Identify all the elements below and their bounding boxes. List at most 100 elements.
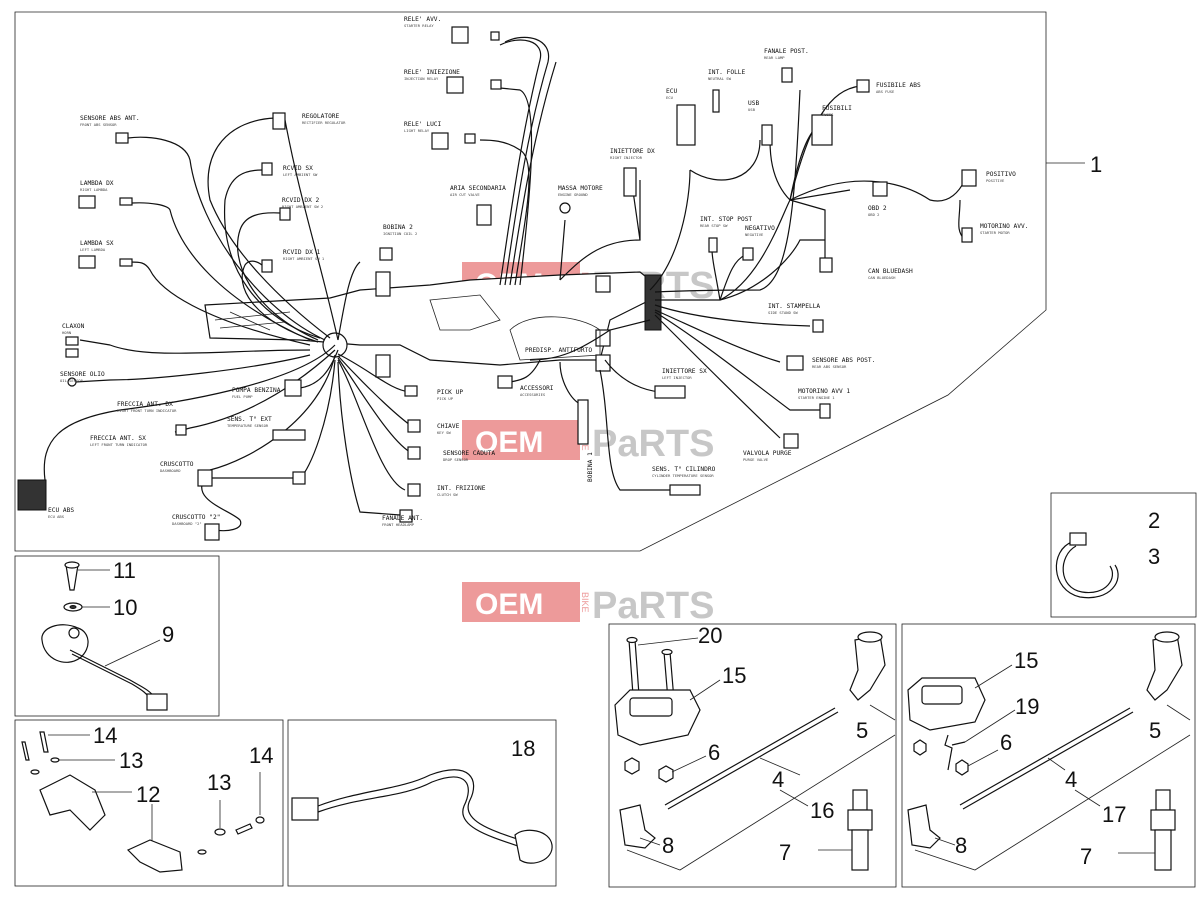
usb-connector — [761, 124, 773, 146]
label-negativo: NEGATIVO — [745, 225, 775, 232]
oil-sensor-parts: 11 10 9 — [41, 558, 174, 711]
svg-text:REAR STOP SW: REAR STOP SW — [700, 223, 728, 228]
svg-text:LEFT AMBIENT SW: LEFT AMBIENT SW — [283, 172, 318, 177]
can-bluedash-connector — [819, 257, 833, 273]
nut-13b-icon — [214, 828, 226, 836]
rcvid-sx-connector — [261, 162, 273, 176]
callout-20: 20 — [698, 623, 722, 648]
label-iniettore-sx: INIETTORE SX — [662, 368, 707, 375]
spark-cap-5b-icon — [1146, 634, 1183, 701]
main-harness-panel — [14, 11, 1047, 552]
label-sensore-caduta: SENSORE CADUTA — [443, 450, 495, 457]
panel-coil-kit-16 — [608, 623, 897, 888]
callout-16: 16 — [810, 798, 834, 823]
svg-text:INJECTION RELAY: INJECTION RELAY — [404, 76, 439, 81]
svg-text:PURGE VALVE: PURGE VALVE — [743, 457, 769, 462]
coil-kit-17-parts: 15 19 6 8 4 5 17 7 — [907, 631, 1191, 871]
callout-8b: 8 — [955, 833, 967, 858]
nut-14b-icon — [255, 816, 265, 824]
svg-text:FRONT HEADLAMP: FRONT HEADLAMP — [382, 522, 415, 527]
key-switch-connector — [407, 419, 421, 433]
side-stand-switch — [812, 319, 824, 333]
label-cruscotto-2: CRUSCOTTO "2" — [172, 514, 220, 521]
callout-14b: 14 — [249, 743, 273, 768]
svg-text:ENGINE GROUND: ENGINE GROUND — [558, 192, 588, 197]
ignition-rod-4b — [959, 707, 1131, 806]
ecu-abs-connector — [17, 479, 47, 511]
screw-left-icon — [21, 741, 30, 761]
watermark-bike-text: BIKE — [580, 592, 590, 613]
panel-clamp — [1050, 492, 1197, 618]
plug-cap-8a-icon — [619, 804, 656, 849]
ext-temp-sensor — [272, 429, 306, 441]
label-positivo: POSITIVO — [986, 171, 1016, 178]
engine-ground-terminal — [559, 202, 571, 214]
svg-text:DASHBOARD: DASHBOARD — [160, 468, 181, 473]
abs-fuse — [856, 79, 870, 93]
panel-borders — [14, 11, 1197, 888]
svg-text:NEUTRAL SW: NEUTRAL SW — [708, 76, 732, 81]
callout-5b: 5 — [1149, 718, 1161, 743]
svg-text:STARTER MOTOR: STARTER MOTOR — [980, 230, 1010, 235]
screw-11-icon — [65, 564, 79, 591]
label-aria-secondaria: ARIA SECONDARIA — [450, 185, 506, 192]
panel-cable-18 — [287, 719, 557, 887]
svg-text:LEFT INJECTOR: LEFT INJECTOR — [662, 375, 692, 380]
label-lambda-sx: LAMBDA SX — [80, 240, 114, 247]
label-can-bluedash: CAN BLUEDASH — [868, 268, 913, 275]
callout-12: 12 — [136, 782, 160, 807]
callout-4a: 4 — [772, 767, 784, 792]
main-wiring-harness — [43, 36, 966, 532]
pickup-connector — [404, 385, 418, 397]
label-freccia-ant-dx: FRECCIA ANT. DX — [117, 401, 173, 408]
regulator-connector — [272, 112, 286, 130]
svg-text:OIL SENSOR: OIL SENSOR — [60, 378, 84, 383]
panel-oil-sensor — [14, 555, 220, 717]
label-rele-avv: RELE' AVV. — [404, 16, 441, 23]
svg-text:SIDE STAND SW: SIDE STAND SW — [768, 310, 798, 315]
starter-motor-terminal — [961, 227, 973, 243]
label-rcvid-dx2: RCVID DX 2 — [282, 197, 320, 204]
horn-connector-1 — [65, 336, 79, 346]
label-usb: USB — [748, 100, 759, 107]
svg-text:ACCESSORIES: ACCESSORIES — [520, 392, 546, 397]
harness-frame — [204, 271, 651, 366]
label-int-folle: INT. FOLLE — [708, 69, 746, 76]
svg-text:RIGHT AMBIENT SW 1: RIGHT AMBIENT SW 1 — [283, 256, 325, 261]
svg-text:USB: USB — [748, 107, 756, 112]
label-ecu: ECU — [666, 88, 677, 95]
label-lambda-dx: LAMBDA DX — [80, 180, 114, 187]
horn-connector-2 — [65, 348, 79, 358]
svg-text:REAR ABS SENSOR: REAR ABS SENSOR — [812, 364, 847, 369]
svg-text:CYLINDER TEMPERATURE SENSOR: CYLINDER TEMPERATURE SENSOR — [652, 473, 714, 478]
label-claxon: CLAXON — [62, 323, 85, 330]
watermark-lower: OEM BIKE PaRTS — [462, 582, 714, 627]
svg-text:HORN: HORN — [62, 330, 72, 335]
bracket-lower-icon — [126, 839, 183, 873]
label-int-frizione: INT. FRIZIONE — [437, 485, 486, 492]
panel-coil-kit-17 — [901, 623, 1196, 888]
coil-kit-16-parts: 20 15 6 8 4 5 16 7 — [614, 623, 896, 871]
svg-text:AIR CUT VALVE: AIR CUT VALVE — [450, 192, 480, 197]
drop-sensor-connector — [407, 446, 421, 460]
svg-text:POSITIVE: POSITIVE — [986, 178, 1005, 183]
label-sens-t-ext: SENS. T° EXT — [227, 415, 272, 423]
secondary-air-connector — [476, 204, 492, 226]
svg-text:RIGHT AMBIENT SW 2: RIGHT AMBIENT SW 2 — [282, 204, 323, 209]
label-abs-front: SENSORE ABS ANT. — [80, 115, 140, 122]
label-fanale-ant: FANALE ANT. — [382, 515, 423, 522]
callout-17: 17 — [1102, 802, 1126, 827]
bracket-parts: 14 13 12 13 14 — [21, 723, 273, 873]
front-headlamp-connector — [399, 509, 413, 523]
callout-6b: 6 — [1000, 730, 1012, 755]
label-bobina-1: BOBINA 1 — [587, 452, 594, 482]
oil-sensor-9-icon — [41, 624, 89, 663]
svg-text:ABS FUSE: ABS FUSE — [876, 89, 895, 94]
svg-text:DROP SENSOR: DROP SENSOR — [443, 457, 469, 462]
bracket-19-icon — [944, 734, 966, 771]
left-injector — [654, 385, 686, 399]
bolt-20a-icon — [628, 639, 640, 696]
dashboard-2-connector — [204, 523, 220, 541]
starter-motor-1-terminal — [819, 403, 831, 419]
